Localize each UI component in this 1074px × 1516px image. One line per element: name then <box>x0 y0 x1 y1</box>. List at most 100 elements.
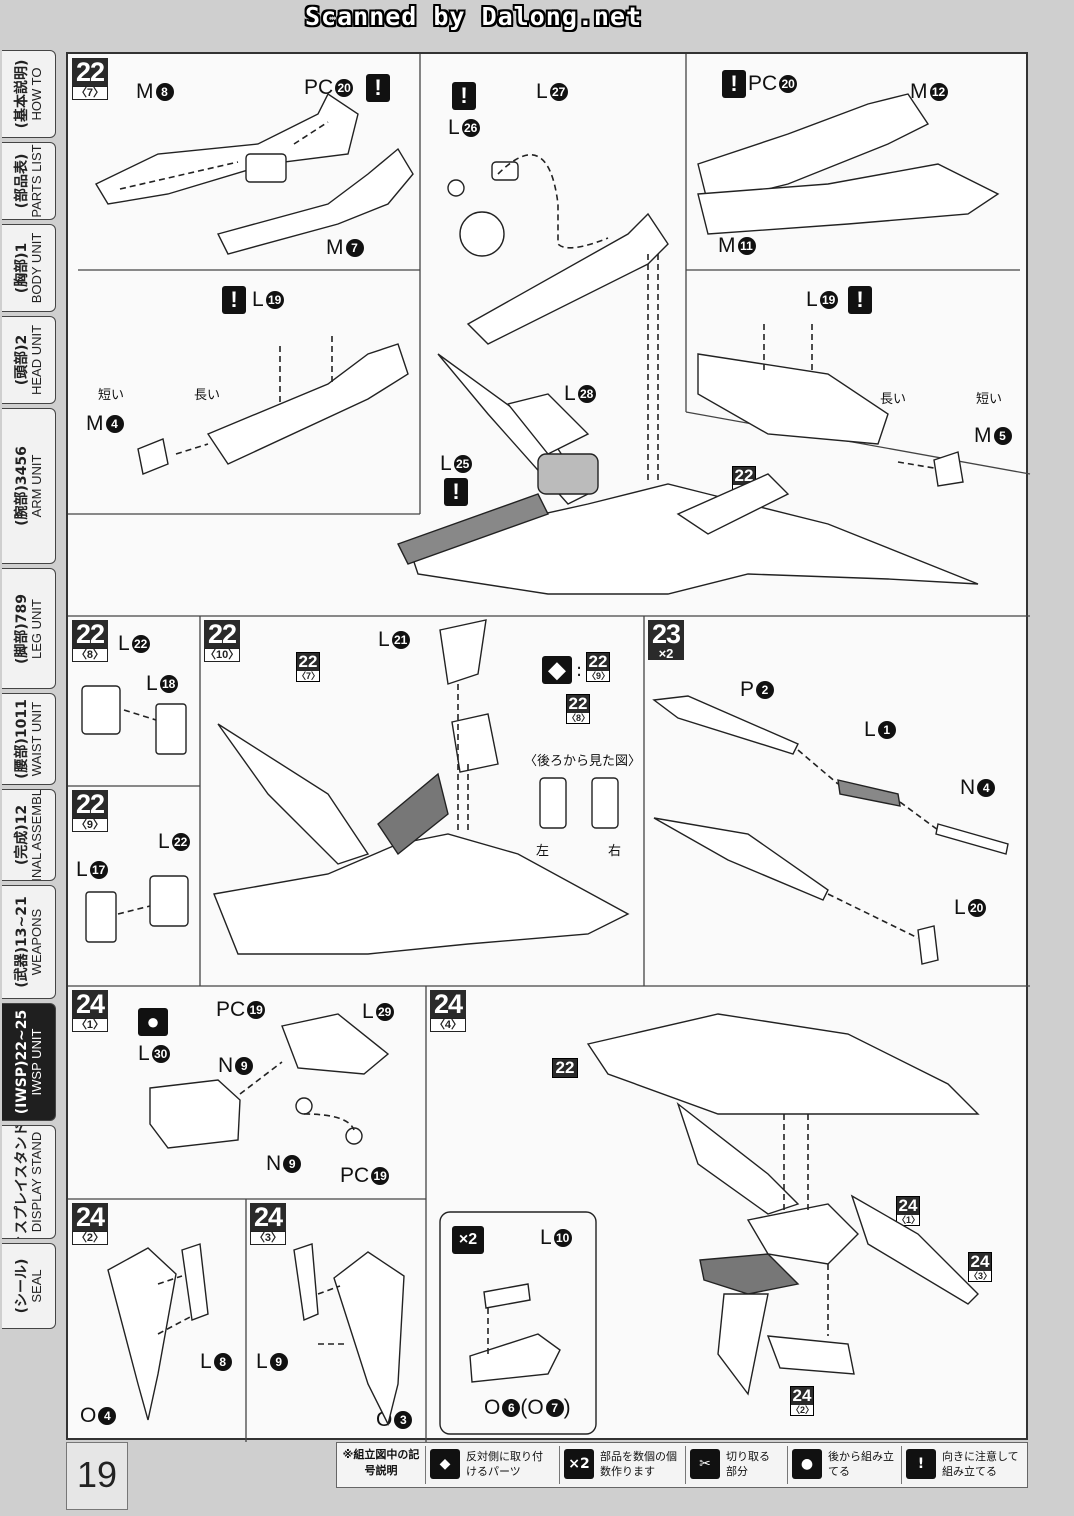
section-tab-en: WAIST UNIT <box>28 701 44 777</box>
legend-text: 向きに注意して組み立てる <box>942 1450 1019 1478</box>
section-tab-en: BODY UNIT <box>28 232 44 304</box>
section-tab-jp: (武器)13~21 <box>13 896 30 988</box>
section-tab-en: DISPLAY STAND <box>28 1131 44 1233</box>
ref-22-7: 22〈7〉 <box>296 652 321 682</box>
legend-item-mirror: ◆ 反対側に取り付けるパーツ <box>425 1446 554 1484</box>
section-tab-jp: (シール) <box>13 1258 30 1314</box>
section-tab-en: LEG UNIT <box>28 598 44 659</box>
legend-item-orientation: ! 向きに注意して組み立てる <box>901 1446 1026 1484</box>
section-tab: (基本説明)HOW TO <box>2 50 56 138</box>
section-tab-en: ARM UNIT <box>28 454 44 518</box>
section-tab-text: (基本説明)HOW TO <box>14 60 44 129</box>
legend-item-multiply: ×2 部品を数個の個数作ります <box>559 1446 682 1484</box>
step-24-2: 24〈2〉 <box>72 1203 108 1245</box>
ref-24-3: 24〈3〉 <box>968 1252 993 1282</box>
step-22-7: 22〈7〉 <box>72 58 108 100</box>
multiply-icon: ×2 <box>564 1449 594 1479</box>
caution-icon: ! <box>906 1449 936 1479</box>
scanned-watermark: Scanned by Dalong.net <box>305 2 643 31</box>
section-tab-jp: (ディスプレイスタンド)26 <box>13 1125 30 1239</box>
step-24-3: 24〈3〉 <box>250 1203 286 1245</box>
legend-item-later: ● 後から組み立てる <box>787 1446 898 1484</box>
section-tab-jp: (脚部)789 <box>13 593 30 664</box>
section-tab-en: WEAPONS <box>28 908 44 976</box>
left-caption: 左 <box>536 844 550 859</box>
step-22-9: 22〈9〉 <box>72 790 108 832</box>
page-number: 19 <box>66 1442 128 1510</box>
assemble-later-icon: ● <box>792 1449 822 1479</box>
section-tab: (シール)SEAL <box>2 1243 56 1329</box>
section-tab-text: (部品表)PARTS LIST <box>14 144 44 217</box>
short-label: 短い <box>98 388 125 403</box>
short-label: 短い <box>976 392 1003 407</box>
long-label: 長い <box>880 392 907 407</box>
caution-icon: ! <box>366 74 390 102</box>
ref-24-1: 24〈1〉 <box>896 1196 921 1226</box>
mirror-icon: ◆ <box>542 656 572 684</box>
section-tab-jp: (頭部)2 <box>13 334 30 386</box>
ref-22: 22 <box>552 1058 578 1078</box>
legend-title: ※組立図中の記号説明 <box>342 1448 420 1477</box>
section-tab-en: SEAL <box>28 1269 44 1303</box>
scissors-icon: ✂ <box>690 1449 720 1479</box>
caution-icon: ! <box>222 286 246 314</box>
ref-22-9: 22〈9〉 <box>586 652 611 682</box>
ref-22-8: 22〈8〉 <box>566 694 591 724</box>
legend-text: 後から組み立てる <box>828 1450 894 1478</box>
caution-icon: ! <box>848 286 872 314</box>
step-23: 23×2 <box>648 620 684 660</box>
mirror-icon: ◆ <box>430 1449 460 1479</box>
step-24-1: 24〈1〉 <box>72 990 108 1032</box>
multiply-icon: ×2 <box>452 1226 484 1254</box>
legend-text: 切り取る部分 <box>726 1450 770 1478</box>
ref-24-2: 24〈2〉 <box>790 1386 815 1416</box>
symbol-legend: ※組立図中の記号説明 ◆ 反対側に取り付けるパーツ ×2 部品を数個の個数作りま… <box>336 1442 1028 1488</box>
instruction-frame: 22〈7〉 22〈8〉 22〈9〉 22〈10〉 23×2 24〈1〉 24〈2… <box>66 52 1031 1442</box>
section-tab-text: (シール)SEAL <box>14 1259 44 1314</box>
legend-item-cut: ✂ 切り取る部分 <box>685 1446 784 1484</box>
section-tab-jp: (完成)12 <box>13 804 30 866</box>
section-tab: (部品表)PARTS LIST <box>2 142 56 220</box>
section-tab-jp: (IWSP)22~25 <box>13 1009 30 1115</box>
caution-icon: ! <box>452 82 476 110</box>
section-tab-jp: (腕部)3456 <box>13 446 30 526</box>
legend-text: 部品を数個の個数作ります <box>600 1450 677 1478</box>
